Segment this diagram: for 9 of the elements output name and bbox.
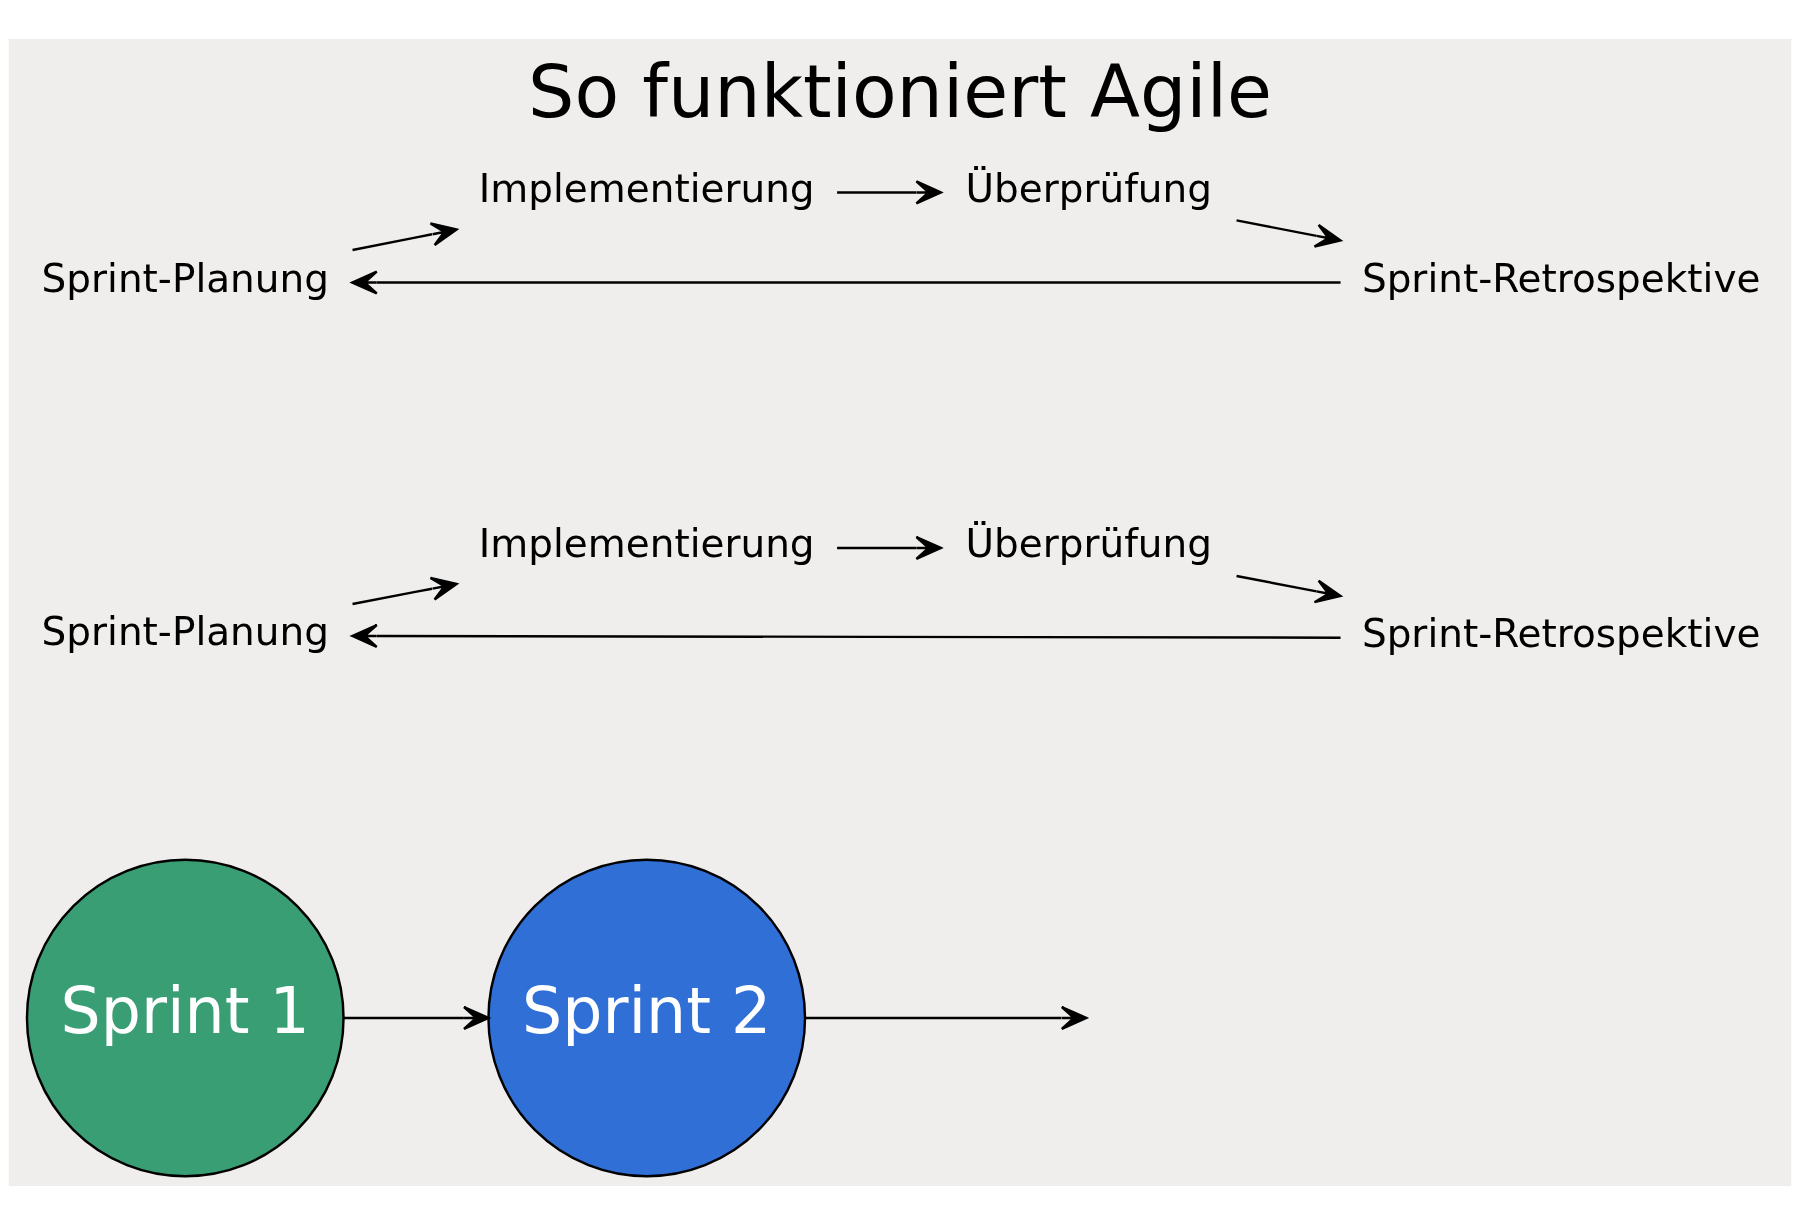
node-text: Sprint-Retrospektive [1361,611,1761,657]
diagram-title: So funktioniert Agile [528,48,1272,134]
node-text: Implementierung [478,165,815,211]
node-text: Überprüfung [965,165,1212,211]
node-text: Sprint-Planung [41,608,329,654]
node-text: Überprüfung [965,521,1212,567]
node-text: Implementierung [478,521,815,567]
node-text: Sprint-Planung [41,255,329,301]
node-text: Sprint-Retrospektive [1361,255,1761,301]
